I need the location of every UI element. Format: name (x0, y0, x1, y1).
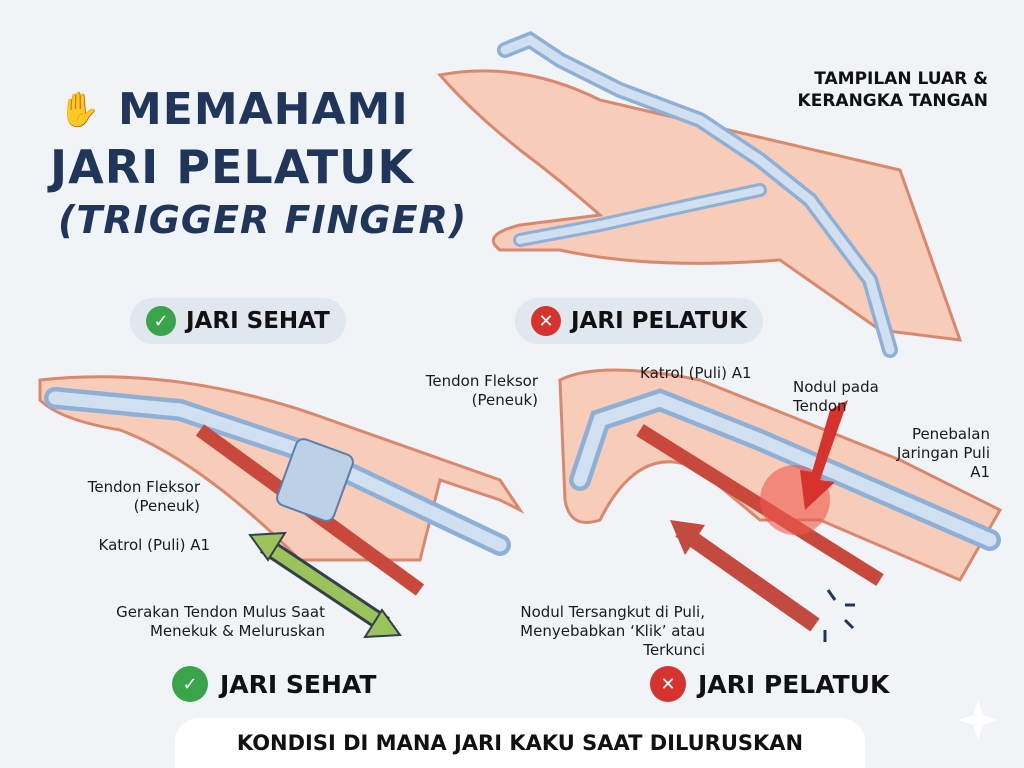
check-icon: ✓ (146, 306, 176, 336)
trigger-finger-illustration (558, 368, 1003, 642)
pill-trigger-label: JARI PELATUK (571, 308, 748, 334)
thickening-label: Penebalan Jaringan Puli A1 (896, 425, 990, 481)
healthy-caption: ✓ JARI SEHAT (172, 666, 376, 702)
healthy-tendon-label: Tendon Fleksor (Peneuk) (87, 478, 200, 515)
title-line-2: JARI PELATUK (50, 140, 415, 194)
trigger-tendon-label: Tendon Fleksor (Peneuk) (425, 372, 538, 409)
pill-trigger: ✕ JARI PELATUK (515, 298, 764, 344)
x-icon: ✕ (650, 666, 686, 702)
hand-icon: ✋ (58, 90, 101, 130)
healthy-movement-label: Gerakan Tendon Mulus Saat Menekuk & Melu… (116, 603, 325, 640)
hand-skeleton-illustration (437, 31, 963, 358)
trigger-caption-label: JARI PELATUK (698, 669, 890, 699)
pill-healthy-label: JARI SEHAT (186, 308, 330, 334)
nodule-label: Nodul pada Tendon (793, 378, 879, 415)
healthy-pulley-label: Katrol (Puli) A1 (98, 536, 211, 554)
pill-healthy: ✓ JARI SEHAT (130, 298, 346, 344)
stuck-label: Nodul Tersangkut di Puli, Menyebabkan ‘K… (520, 603, 705, 659)
trigger-caption: ✕ JARI PELATUK (650, 666, 889, 702)
title-line-3: (TRIGGER FINGER) (58, 198, 468, 242)
red-arrow-down (800, 400, 848, 510)
title-line-1: MEMAHAMI (118, 84, 409, 135)
healthy-finger-illustration (38, 375, 525, 596)
top-right-label: TAMPILAN LUAR & KERANGKA TANGAN (797, 69, 988, 111)
healthy-caption-label: JARI SEHAT (220, 669, 377, 699)
check-icon: ✓ (172, 666, 208, 702)
sparkle-icon (958, 700, 998, 740)
x-icon: ✕ (531, 306, 561, 336)
green-bidirectional-arrow (248, 531, 402, 639)
trigger-pulley-label: Katrol (Puli) A1 (640, 364, 752, 382)
click-burst-icon (823, 589, 855, 642)
red-arrow-up (670, 520, 705, 555)
footer-banner: KONDISI DI MANA JARI KAKU SAAT DILURUSKA… (175, 718, 865, 768)
